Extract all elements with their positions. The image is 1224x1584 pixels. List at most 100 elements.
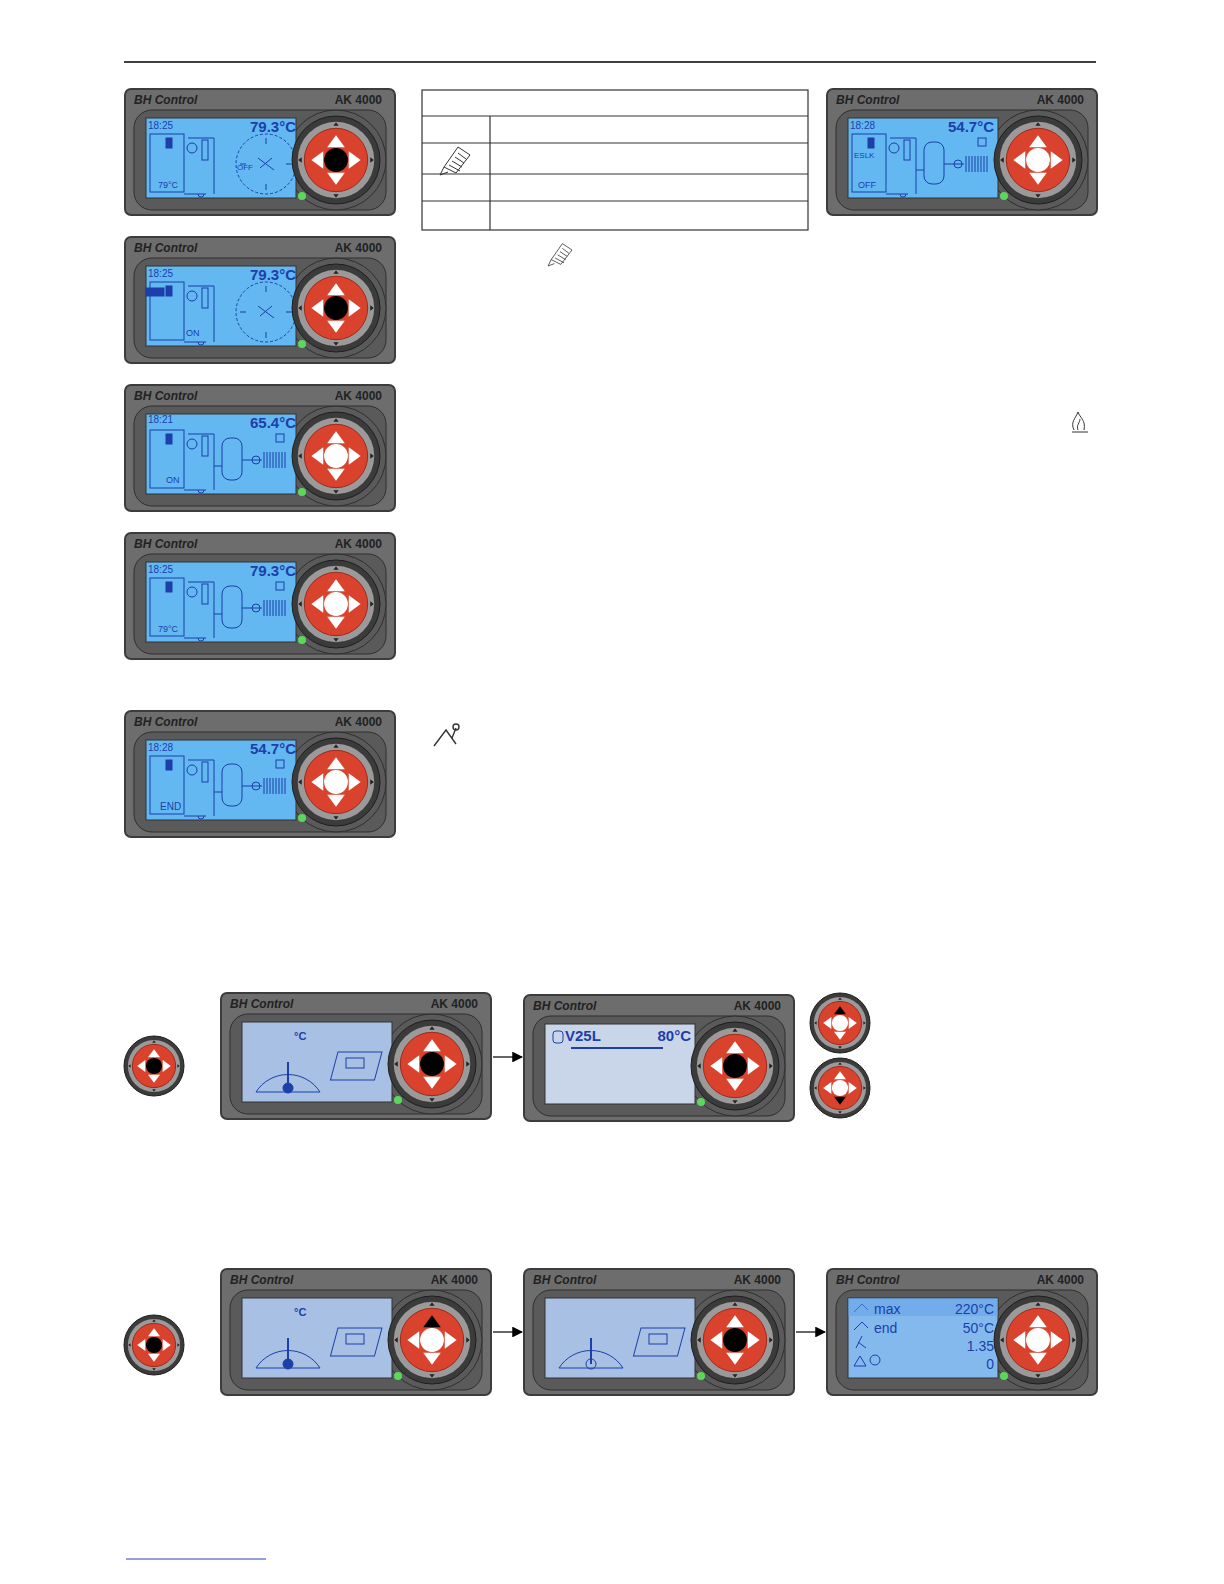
arrow-key [333,270,338,274]
panel-label: AK 4000 [734,1000,781,1013]
panel-body [124,710,396,838]
display-value: 65.4°C [250,415,296,432]
arrow-key [163,1060,171,1072]
arrow-key [163,1339,171,1351]
arrow-key [1013,151,1025,169]
panel-body [523,1268,795,1396]
arrow-key [823,1082,831,1094]
arrow-key [327,469,345,481]
display-value: 79.3°C [250,119,296,136]
arrow-key [177,1064,179,1068]
arrow-key [726,1041,744,1053]
arrow-key [370,453,374,458]
arrow-key [152,1089,156,1091]
arrow-key [466,1061,470,1066]
arrow-key [327,617,345,629]
arrow-key [710,1331,722,1349]
display-value: 54.7°C [250,741,296,758]
arrow-key [333,122,338,126]
display-value: END [160,801,181,812]
arrow-key [423,1039,441,1051]
navigation-button [810,993,870,1053]
note-icon [440,147,470,175]
arrow-key [349,773,361,791]
arrow-key [311,595,323,613]
panel-label: AK 4000 [335,390,382,403]
display-value: max [874,1302,900,1317]
arrow-key [423,1315,441,1327]
arrow-key [1035,122,1040,126]
arrow-key [311,773,323,791]
panel-body [220,992,492,1120]
navigation-button [994,1296,1082,1384]
arrow-key [333,418,338,422]
arrow-key [137,1060,145,1072]
arrow-key [838,997,842,999]
arrow-key [838,1111,842,1113]
arrow-key [1029,1353,1047,1365]
header-rule [124,61,1096,63]
arrow-key [429,1026,434,1030]
arrow-key [1000,157,1004,162]
display-value: 18:25 [148,564,173,575]
arrow-key [148,1075,160,1083]
arrow-key [838,1062,842,1064]
arrow-key [748,1331,760,1349]
display-value: 80°C [657,1028,691,1045]
arrow-key [429,1098,434,1102]
arrow-key [726,1315,744,1327]
arrow-key [834,1006,846,1014]
arrow-key [834,1097,846,1105]
arrow-key [710,1057,722,1075]
navigation-button [292,264,380,352]
display-value: 54.7°C [948,119,994,136]
arrow-key [732,1100,737,1104]
arrow-key [137,1339,145,1351]
display-value: end [874,1321,897,1336]
controller-panel: BH ControlAK 4000max220°Cend50°C1.350 [826,1268,1098,1396]
arrow-key [697,1337,701,1342]
panel-label: BH Control [134,94,197,107]
arrow-key [128,1064,130,1068]
panel-label: AK 4000 [1037,94,1084,107]
panel-label: BH Control [134,390,197,403]
arrow-key [1035,1302,1040,1306]
arrow-key [1035,194,1040,198]
arrow-key [1029,135,1047,147]
panel-label: BH Control [836,1274,899,1287]
display-value: 18:28 [148,742,173,753]
arrow-key [327,135,345,147]
display-value: °C [294,1030,306,1042]
display-value: 50°C [963,1321,994,1336]
arrow-key [407,1331,419,1349]
arrow-key [1035,1374,1040,1378]
panel-body [523,994,795,1122]
panel-label: BH Control [134,538,197,551]
arrow-key [769,1337,773,1342]
note-icon [548,244,572,266]
screen-graphic [256,1328,382,1369]
display-value: 79°C [158,625,178,635]
arrow-key [333,342,338,346]
navigation-button [292,560,380,648]
display-value: 18:25 [148,120,173,131]
arrow-key [370,305,374,310]
navigation-button [994,116,1082,204]
arrow-key [834,1071,846,1079]
arrow-key [849,1082,857,1094]
arrow-key [863,1021,865,1025]
panel-label: AK 4000 [335,242,382,255]
navigation-button [292,116,380,204]
arrow-key [407,1055,419,1073]
controller-panel: BH ControlAK 4000V25L80°C [523,994,795,1122]
arrow-key [327,321,345,333]
panel-label: AK 4000 [431,1274,478,1287]
display-value: OFF [237,164,253,173]
screen-graphic [559,1328,685,1369]
arrow-key [370,779,374,784]
panel-label: BH Control [134,242,197,255]
panel-body [124,236,396,364]
arrow-key [177,1343,179,1347]
display-value: ON [166,476,180,486]
